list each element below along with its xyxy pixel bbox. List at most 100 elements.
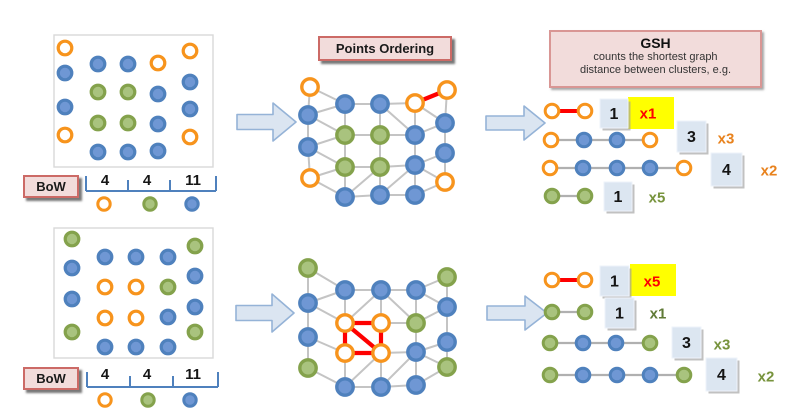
scatter-dot (63, 323, 81, 341)
chain-node (541, 159, 559, 177)
bow-count-blue-bottom: 11 (185, 366, 201, 383)
chain-node (608, 131, 626, 149)
distance-value-box (603, 181, 633, 212)
bow-label-bottom: BoW (23, 367, 79, 390)
graph-node (437, 80, 457, 100)
scatter-dot (181, 42, 199, 60)
chain-node (575, 131, 593, 149)
scatter-dot (181, 128, 199, 146)
scatter-dot (89, 55, 107, 73)
scatter-dot (149, 115, 167, 133)
graph-node (405, 155, 425, 175)
scatter-dot (63, 259, 81, 277)
graph-node (298, 327, 318, 347)
graph-node (371, 377, 391, 397)
bow-legend-dot (96, 196, 112, 212)
multiplier-label: x2 (758, 369, 775, 386)
chain-node (641, 131, 659, 149)
graph-node (435, 113, 455, 133)
graph-node (405, 93, 425, 113)
graph-node (335, 280, 355, 300)
graph-node (298, 137, 318, 157)
bow-count-blue-top: 11 (185, 172, 201, 189)
graph-node (406, 313, 426, 333)
scatter-dot (119, 143, 137, 161)
distance-value: 3 (687, 129, 696, 146)
arrow-right-icon (236, 102, 297, 142)
distance-value: 1 (614, 189, 623, 206)
chain-node (576, 102, 594, 120)
chain-node (574, 334, 592, 352)
arrow-right-icon (235, 293, 295, 333)
distance-value-box (599, 98, 629, 129)
scatter-dot (149, 142, 167, 160)
bow-legend-dot (182, 392, 198, 408)
chain-node (576, 187, 594, 205)
graph-node (437, 267, 457, 287)
scatter-dot (186, 237, 204, 255)
gsh-callout: GSH counts the shortest graph distance b… (549, 30, 762, 88)
scatter-dot (56, 39, 74, 57)
scatter-dot (89, 83, 107, 101)
distance-value-box (599, 265, 630, 297)
gsh-description-line2: distance between clusters, e.g. (579, 64, 732, 76)
distance-value-box (710, 152, 743, 187)
chain-node (675, 159, 693, 177)
arrow-right-icon (485, 105, 546, 141)
bow-label-top: BoW (23, 175, 79, 198)
highlight-box (630, 264, 676, 296)
gsh-description-line1: counts the shortest graph (593, 51, 718, 63)
scatter-dot (181, 100, 199, 118)
graph-node (405, 185, 425, 205)
bow-count-green-bottom: 4 (142, 366, 152, 383)
scatter-dot (96, 309, 114, 327)
gsh-description: counts the shortest graph distance betwe… (551, 51, 760, 77)
chain-node (542, 131, 560, 149)
graph-node (435, 143, 455, 163)
multiplier-label: x5 (644, 274, 661, 291)
scatter-dot (159, 278, 177, 296)
chain-node (543, 303, 561, 321)
graph-node (335, 313, 355, 333)
scatter-dot (119, 83, 137, 101)
chain-node (675, 366, 693, 384)
scatter-dot (127, 248, 145, 266)
multiplier-label: x3 (714, 337, 731, 354)
gsh-title: GSH (640, 35, 671, 51)
chain-node (641, 159, 659, 177)
multiplier-label: x3 (718, 131, 735, 148)
graph-node (370, 94, 390, 114)
graph-node (298, 258, 318, 278)
graph-node (437, 297, 457, 317)
scatter-dot (186, 267, 204, 285)
chain-node (543, 102, 561, 120)
scatter-dot (89, 143, 107, 161)
distance-value-box (604, 297, 635, 329)
chain-node (543, 271, 561, 289)
multiplier-label: x2 (761, 163, 778, 180)
distance-value: 3 (682, 335, 691, 352)
graph-node (437, 357, 457, 377)
highlight-box (628, 97, 674, 129)
graph-node (335, 377, 355, 397)
multiplier-label: x1 (650, 306, 667, 323)
bow-legend-dot (140, 392, 156, 408)
multiplier-label: x1 (640, 106, 657, 123)
bow-count-orange-bottom: 4 (100, 366, 110, 383)
scatter-dot (127, 278, 145, 296)
scatter-dot (96, 278, 114, 296)
graph-node (371, 343, 391, 363)
scatter-dot (56, 98, 74, 116)
bow-legend-dot (142, 196, 158, 212)
chain-node (574, 366, 592, 384)
graph-node (298, 293, 318, 313)
scatter-dot (149, 85, 167, 103)
chain-node (607, 334, 625, 352)
bow-count-green-top: 4 (142, 172, 152, 189)
bow-legend-dot (97, 392, 113, 408)
graph-node (435, 172, 455, 192)
graph-node (335, 125, 355, 145)
scatter-dot (159, 248, 177, 266)
